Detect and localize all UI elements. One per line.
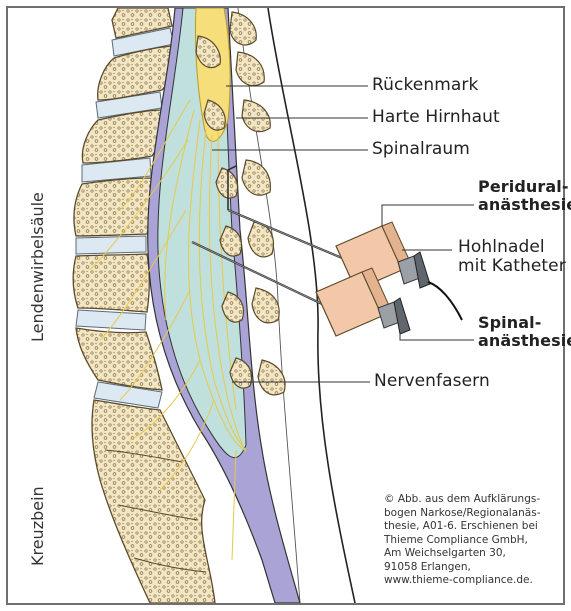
copyright-notice: © Abb. aus dem Aufklärungs- bogen Narkos… — [384, 493, 571, 588]
label-hohlnadel-line1: Hohlnadel — [458, 238, 545, 257]
copyright-line: bogen Narkose/Regionalanäs- — [384, 507, 571, 521]
copyright-line: 91058 Erlangen, — [384, 561, 571, 575]
label-peridural-line1: Peridural- — [478, 178, 569, 196]
label-hohlnadel-line2: mit Katheter — [458, 257, 566, 276]
label-harte-hirnhaut: Harte Hirnhaut — [372, 107, 500, 127]
label-spinal-line2: anästhesie — [478, 332, 571, 350]
label-spinalraum: Spinalraum — [372, 139, 470, 159]
label-rueckenmark: Rückenmark — [372, 75, 478, 95]
copyright-line: thesie, A01-6. Erschienen bei — [384, 520, 571, 534]
side-label-lendenwirbelsaeule: Lendenwirbelsäule — [28, 192, 47, 342]
copyright-line: Thieme Compliance GmbH, — [384, 534, 571, 548]
side-label-kreuzbein: Kreuzbein — [28, 486, 47, 566]
label-peridural-line2: anästhesie — [478, 196, 571, 214]
label-nervenfasern: Nervenfasern — [374, 371, 490, 391]
copyright-line: Am Weichselgarten 30, — [384, 547, 571, 561]
copyright-line: www.thieme-compliance.de. — [384, 574, 571, 588]
copyright-line: © Abb. aus dem Aufklärungs- — [384, 493, 571, 507]
spinal-syringe — [316, 268, 410, 336]
label-spinal-line1: Spinal- — [478, 314, 541, 332]
